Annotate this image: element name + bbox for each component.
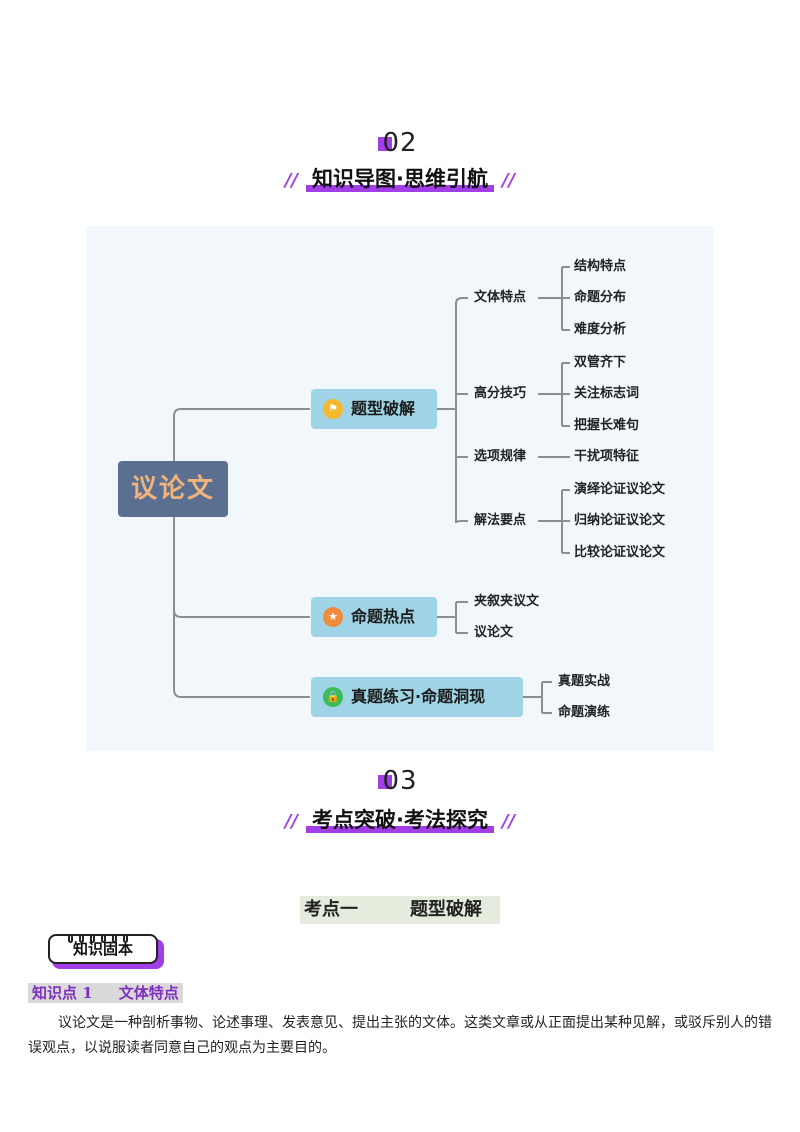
root-node: 议论文 <box>118 461 228 517</box>
mind-map-connectors <box>173 266 570 714</box>
knowledge-badge: 知识固本 <box>48 934 164 969</box>
slash-decoration: // <box>284 170 298 191</box>
star-icon: ★ <box>323 607 343 627</box>
body-paragraph: 议论文是一种剖析事物、论述事理、发表意见、提出主张的文体。这类文章或从正面提出某… <box>28 1015 772 1056</box>
subnode: 高分技巧 <box>474 386 527 401</box>
leaf-node: 命题分布 <box>574 290 627 305</box>
subnode: 命题演练 <box>558 705 611 720</box>
branch-node-tixing: ⚑ 题型破解 <box>311 389 437 429</box>
knowledge-point-label: 知识点 1 <box>32 984 93 1002</box>
slash-decoration: // <box>284 811 298 832</box>
knowledge-point-name: 文体特点 <box>118 984 179 1002</box>
subnode: 夹叙夹议文 <box>474 594 540 609</box>
leaf-node: 把握长难句 <box>574 418 640 433</box>
knowledge-point-heading: 知识点 1 文体特点 <box>28 983 183 1003</box>
leaf-node: 难度分析 <box>574 322 627 337</box>
leaf-node: 双管齐下 <box>574 355 627 370</box>
leaf-node: 归纳论证议论文 <box>574 513 666 528</box>
lock-icon: 🔒 <box>323 687 343 707</box>
section-number: 02 <box>0 128 800 158</box>
leaf-node: 结构特点 <box>574 259 627 274</box>
mind-map: 议论文 ⚑ 题型破解 ★ 命题热点 🔒 真题练习·命题洞现 文体特点 高分技巧 … <box>86 226 714 751</box>
subnode: 真题实战 <box>558 674 611 689</box>
subnode: 议论文 <box>474 625 514 640</box>
section-title: //考点突破·考法探究// <box>284 808 516 833</box>
subnode: 选项规律 <box>474 449 527 464</box>
leaf-node: 干扰项特征 <box>574 449 640 464</box>
binder-rings-decoration <box>68 928 148 943</box>
slash-decoration: // <box>501 170 516 191</box>
kaodian-index: 考点一 <box>304 899 358 920</box>
subnode: 文体特点 <box>474 290 527 305</box>
leaf-node: 比较论证议论文 <box>574 545 666 560</box>
branch-node-redian: ★ 命题热点 <box>311 597 437 637</box>
leaf-node: 演绎论证议论文 <box>574 482 666 497</box>
subnode: 解法要点 <box>474 513 527 528</box>
leaf-node: 关注标志词 <box>574 386 640 401</box>
section-number: 03 <box>0 766 800 796</box>
kaodian-name: 题型破解 <box>410 899 482 920</box>
flag-icon: ⚑ <box>323 399 343 419</box>
slash-decoration: // <box>501 811 516 832</box>
kaodian-heading: 考点一 题型破解 <box>300 896 500 924</box>
branch-node-zhenti: 🔒 真题练习·命题洞现 <box>311 677 523 717</box>
section-title: //知识导图·思维引航// <box>284 167 516 192</box>
